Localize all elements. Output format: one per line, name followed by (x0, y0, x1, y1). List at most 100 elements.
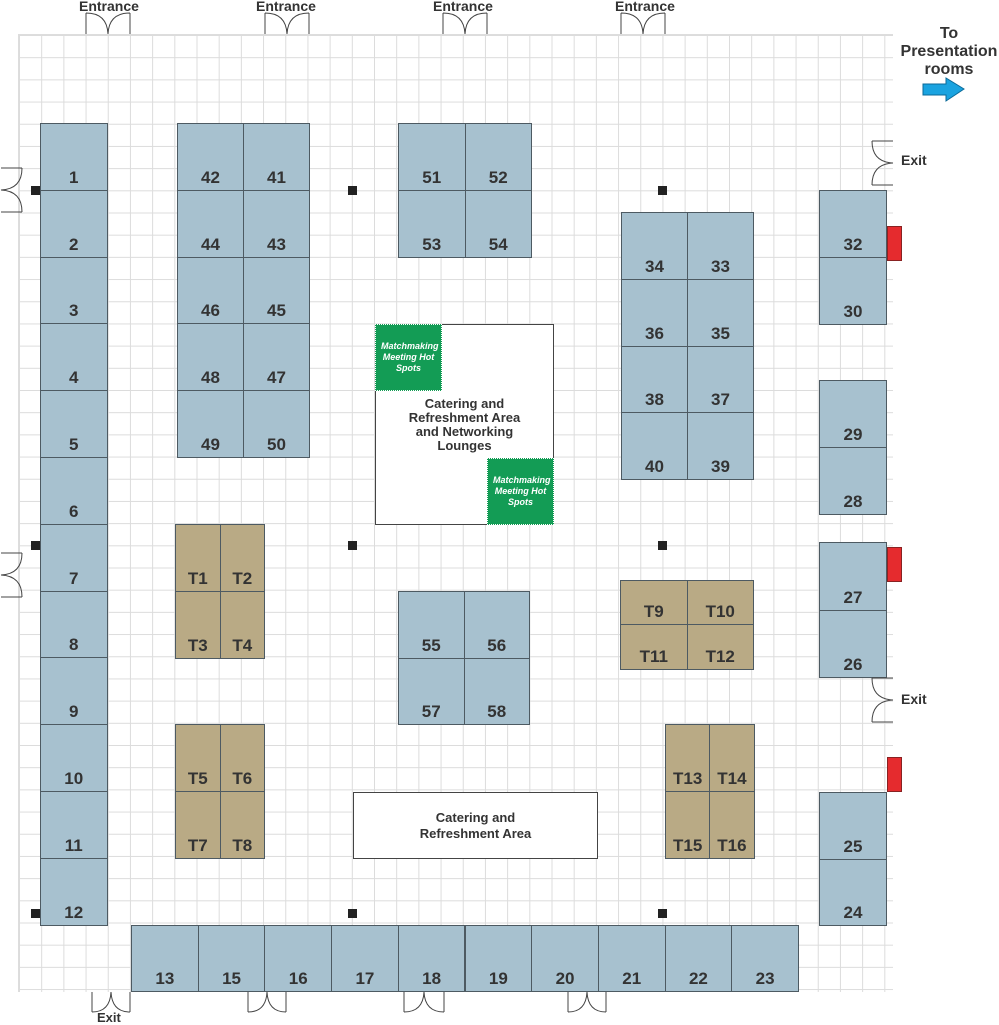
booth-28[interactable]: 28 (819, 447, 887, 515)
booth-7[interactable]: 7 (40, 523, 108, 592)
booth-54[interactable]: 54 (464, 190, 532, 258)
door-icon[interactable] (403, 991, 445, 1013)
side-door-icon[interactable] (0, 552, 23, 598)
booth-56[interactable]: 56 (463, 591, 530, 659)
booth-number: 35 (711, 323, 730, 343)
booth-number: 16 (288, 969, 308, 988)
side-door-icon[interactable] (0, 167, 23, 213)
booth-number: T8 (232, 836, 253, 855)
booth-35[interactable]: 35 (687, 278, 754, 347)
entrance-door-icon[interactable] (620, 12, 666, 35)
table-t15[interactable]: T15 (665, 791, 711, 859)
booth-38[interactable]: 38 (621, 345, 688, 414)
table-t1[interactable]: T1 (175, 524, 221, 592)
booth-19[interactable]: 19 (464, 925, 533, 992)
table-t11[interactable]: T11 (620, 624, 688, 670)
booth-50[interactable]: 50 (243, 390, 310, 458)
matchmaking-hotspot-2[interactable]: Matchmaking Meeting Hot Spots (487, 458, 554, 525)
booth-18[interactable]: 18 (397, 925, 466, 992)
booth-5[interactable]: 5 (40, 390, 108, 458)
booth-40[interactable]: 40 (621, 412, 688, 481)
booth-17[interactable]: 17 (331, 925, 399, 992)
table-t2[interactable]: T2 (219, 524, 265, 592)
booth-46[interactable]: 46 (177, 256, 244, 325)
booth-49[interactable]: 49 (177, 390, 244, 458)
booth-26[interactable]: 26 (819, 609, 887, 678)
booth-36[interactable]: 36 (621, 278, 688, 347)
booth-16[interactable]: 16 (264, 925, 333, 992)
table-t10[interactable]: T10 (686, 580, 754, 626)
booth-32[interactable]: 32 (819, 190, 887, 258)
booth-number: T16 (717, 836, 747, 855)
table-t13[interactable]: T13 (665, 724, 711, 792)
booth-number: 28 (843, 492, 863, 511)
booth-1[interactable]: 1 (40, 123, 108, 191)
booth-51[interactable]: 51 (398, 123, 466, 191)
booth-23[interactable]: 23 (731, 925, 799, 992)
table-t12[interactable]: T12 (686, 624, 754, 670)
pillar (658, 541, 667, 550)
exit-door-icon[interactable] (871, 677, 894, 723)
arrow-right-icon[interactable] (922, 77, 966, 102)
booth-number: 10 (64, 768, 84, 788)
exit-door-icon[interactable] (871, 140, 894, 186)
booth-41[interactable]: 41 (243, 123, 310, 191)
table-t8[interactable]: T8 (219, 791, 265, 859)
booth-52[interactable]: 52 (464, 123, 532, 191)
table-t6[interactable]: T6 (219, 724, 265, 792)
booth-9[interactable]: 9 (40, 657, 108, 726)
table-t14[interactable]: T14 (709, 724, 755, 792)
booth-27[interactable]: 27 (819, 542, 887, 611)
booth-48[interactable]: 48 (177, 323, 244, 392)
booth-44[interactable]: 44 (177, 189, 244, 258)
booth-3[interactable]: 3 (40, 256, 108, 325)
booth-57[interactable]: 57 (398, 657, 465, 725)
booth-6[interactable]: 6 (40, 457, 108, 525)
booth-2[interactable]: 2 (40, 189, 108, 258)
booth-number: 56 (487, 635, 507, 655)
matchmaking-hotspot-1[interactable]: Matchmaking Meeting Hot Spots (375, 324, 442, 391)
booth-4[interactable]: 4 (40, 323, 108, 392)
exit-label: Exit (97, 1010, 121, 1025)
booth-10[interactable]: 10 (40, 724, 108, 792)
exit-door-icon[interactable] (91, 991, 131, 1013)
catering-area[interactable]: Catering and Refreshment Area (353, 792, 598, 859)
booth-21[interactable]: 21 (597, 925, 666, 992)
booth-25[interactable]: 25 (819, 792, 887, 860)
table-t16[interactable]: T16 (709, 791, 755, 859)
entrance-door-icon[interactable] (85, 12, 131, 35)
table-t9[interactable]: T9 (620, 580, 688, 626)
booth-37[interactable]: 37 (687, 345, 754, 414)
table-t5[interactable]: T5 (175, 724, 221, 792)
booth-53[interactable]: 53 (398, 190, 466, 258)
booth-15[interactable]: 15 (197, 925, 266, 992)
booth-42[interactable]: 42 (177, 123, 244, 191)
booth-33[interactable]: 33 (687, 212, 754, 280)
door-icon[interactable] (247, 991, 287, 1013)
matchmaking-label: Matchmaking Meeting Hot Spots (493, 475, 551, 507)
table-t7[interactable]: T7 (175, 791, 221, 859)
booth-30[interactable]: 30 (819, 257, 887, 325)
booth-58[interactable]: 58 (463, 657, 530, 725)
booth-22[interactable]: 22 (664, 925, 733, 992)
booth-45[interactable]: 45 (243, 256, 310, 325)
entrance-door-icon[interactable] (442, 12, 488, 35)
booth-24[interactable]: 24 (819, 858, 887, 926)
booth-43[interactable]: 43 (243, 189, 310, 258)
booth-12[interactable]: 12 (40, 857, 108, 926)
table-t3[interactable]: T3 (175, 590, 221, 659)
booth-8[interactable]: 8 (40, 590, 108, 659)
entrance-door-icon[interactable] (264, 12, 310, 35)
booth-20[interactable]: 20 (531, 925, 599, 992)
booth-39[interactable]: 39 (687, 412, 754, 481)
booth-number: 7 (69, 568, 79, 588)
booth-55[interactable]: 55 (398, 591, 465, 659)
door-icon[interactable] (567, 991, 607, 1013)
pillar (348, 186, 357, 195)
booth-29[interactable]: 29 (819, 380, 887, 448)
booth-13[interactable]: 13 (131, 925, 199, 992)
booth-47[interactable]: 47 (243, 323, 310, 392)
table-t4[interactable]: T4 (219, 590, 265, 659)
booth-34[interactable]: 34 (621, 212, 688, 280)
booth-11[interactable]: 11 (40, 791, 108, 859)
